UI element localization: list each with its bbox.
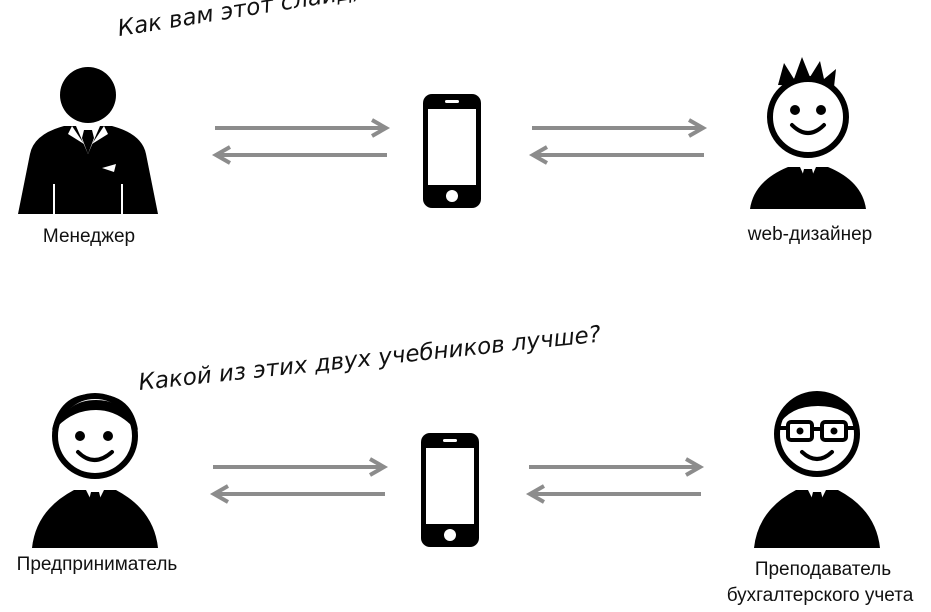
manager-person-icon <box>18 67 158 214</box>
smartphone-icon <box>423 94 481 208</box>
arrows-left-pair-2 <box>209 457 389 504</box>
arrow-right-icon <box>532 118 708 138</box>
arrow-left-icon <box>211 145 387 165</box>
smartphone-icon <box>421 433 479 547</box>
manager-label: Менеджер <box>42 226 136 247</box>
arrow-left-icon <box>528 145 704 165</box>
arrows-right-pair-2 <box>525 457 705 504</box>
arrow-right-icon <box>213 457 389 477</box>
speech-text-1: Как вам этот слайд, не мрачный ? <box>116 0 530 42</box>
entrepreneur-label: Предприниматель <box>16 554 178 575</box>
arrows-right-pair-1 <box>528 118 708 165</box>
glasses-person-icon <box>754 391 880 548</box>
arrow-right-icon <box>529 457 705 477</box>
arrows-left-pair-1 <box>211 118 391 165</box>
teacher-label-line1: Преподаватель <box>754 559 892 580</box>
web-designer-label: web-дизайнер <box>747 224 873 245</box>
web-designer-person-icon <box>750 57 866 209</box>
speech-text-2: Какой из этих двух учебников лучше? <box>137 321 603 396</box>
arrow-right-icon <box>215 118 391 138</box>
entrepreneur-person-icon <box>32 393 158 548</box>
teacher-label-line2: бухгалтерского учета <box>726 585 914 606</box>
arrow-left-icon <box>209 484 385 504</box>
arrow-left-icon <box>525 484 701 504</box>
